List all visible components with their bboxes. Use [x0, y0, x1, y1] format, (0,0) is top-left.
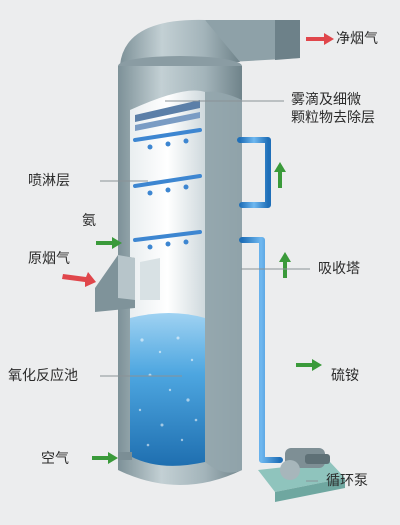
air-arrow	[92, 452, 118, 464]
spray-nozzles	[147, 138, 189, 250]
clean-gas-label: 净烟气	[336, 31, 378, 47]
ammonium-sulfate-arrow	[296, 359, 322, 371]
demister-label-line1: 雾滴及细微	[291, 92, 361, 108]
circulation-pipes	[237, 137, 283, 463]
air-label: 空气	[41, 451, 69, 467]
up-arrow-mid	[279, 252, 291, 278]
liquid-bubbles	[138, 336, 198, 447]
air-inlet-pipe	[118, 452, 132, 460]
circulation-pump-label: 循环泵	[326, 473, 368, 489]
raw-gas-label: 原烟气	[28, 251, 70, 267]
ammonium-sulfate-label: 硫铵	[331, 368, 359, 384]
raw-gas-arrow	[62, 272, 96, 287]
ammonia-arrow	[96, 237, 122, 249]
demister-label-line2: 颗粒物去除层	[291, 110, 375, 126]
leader-lines	[100, 100, 318, 482]
up-arrow-top	[274, 162, 286, 188]
outlet-duct	[120, 19, 300, 65]
spray-header	[133, 128, 202, 242]
absorber-label: 吸收塔	[318, 261, 360, 277]
circulation-pump	[258, 448, 345, 502]
clean-gas-arrow	[306, 33, 334, 45]
ammonia-label: 氨	[82, 213, 96, 229]
demister-layer	[135, 100, 200, 131]
inlet-duct	[95, 255, 160, 312]
oxidation-tank-label: 氧化反应池	[8, 368, 78, 384]
spray-layer-label: 喷淋层	[28, 173, 70, 189]
